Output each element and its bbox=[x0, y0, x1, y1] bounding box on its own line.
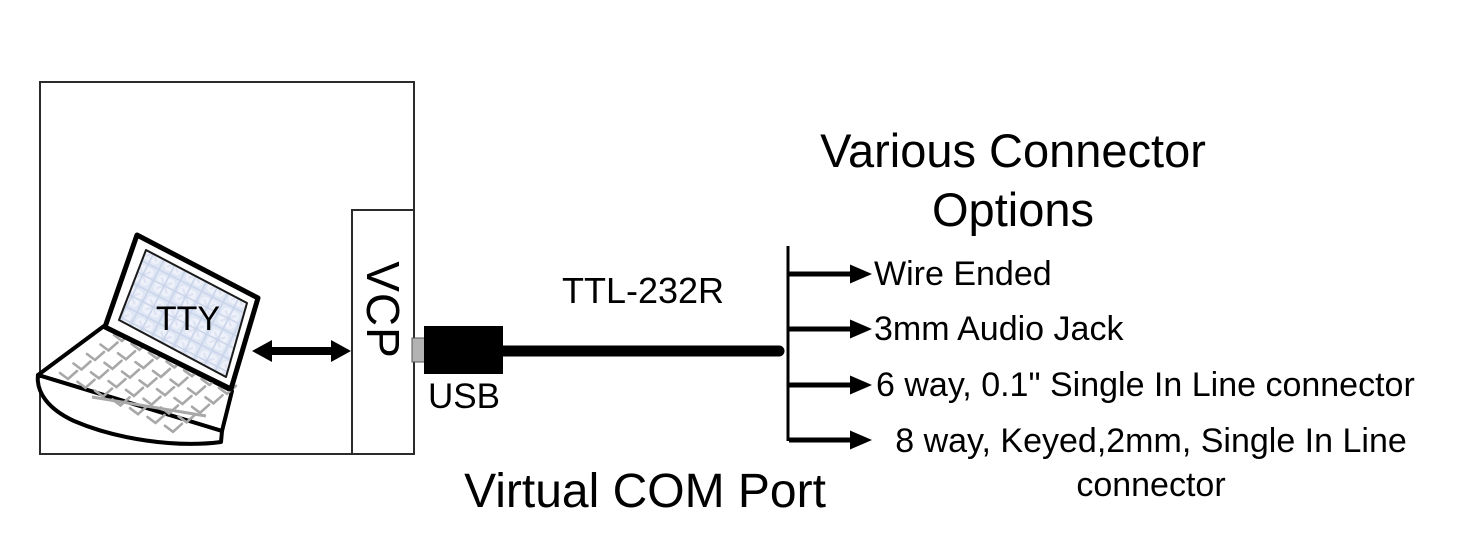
vcp-label: VCP bbox=[357, 261, 409, 359]
connector-branch-tree bbox=[786, 246, 872, 450]
arrow-shaft bbox=[789, 271, 851, 277]
options-title-line1: Various Connector bbox=[820, 124, 1206, 177]
arrow-head bbox=[850, 375, 872, 395]
vcp-box: VCP bbox=[351, 209, 415, 455]
arrow-head bbox=[850, 430, 872, 450]
arrow-head bbox=[850, 319, 872, 339]
options-title-line2: Options bbox=[932, 183, 1094, 236]
option-8way-sil: 8 way, Keyed,2mm, Single In Line connect… bbox=[871, 419, 1431, 507]
option-audio-jack: 3mm Audio Jack bbox=[874, 310, 1124, 348]
arrow-shaft bbox=[789, 326, 851, 332]
option-8way-line1: 8 way, Keyed,2mm, Single In Line bbox=[895, 422, 1407, 460]
diagram-caption: Virtual COM Port bbox=[464, 465, 826, 518]
usb-label: USB bbox=[428, 377, 500, 416]
usb-connector-icon bbox=[411, 326, 503, 374]
option-arrow-icon-2 bbox=[789, 319, 872, 339]
option-arrow-icon-3 bbox=[789, 375, 872, 395]
option-6way-sil: 6 way, 0.1" Single In Line connector bbox=[876, 366, 1415, 404]
branch-arrows bbox=[789, 264, 872, 450]
cable-label: TTL-232R bbox=[561, 270, 725, 311]
option-wire-ended: Wire Ended bbox=[874, 255, 1052, 293]
arrow-shaft bbox=[789, 437, 851, 443]
arrow-head bbox=[850, 264, 872, 284]
tty-screen-label: TTY bbox=[155, 300, 221, 338]
option-8way-line2: connector bbox=[1076, 466, 1226, 504]
usb-plug-body bbox=[424, 326, 503, 374]
option-arrow-icon-4 bbox=[789, 430, 872, 450]
options-title: Various Connector Options bbox=[763, 121, 1263, 239]
option-arrow-icon-1 bbox=[789, 264, 872, 284]
arrow-shaft bbox=[789, 382, 851, 388]
